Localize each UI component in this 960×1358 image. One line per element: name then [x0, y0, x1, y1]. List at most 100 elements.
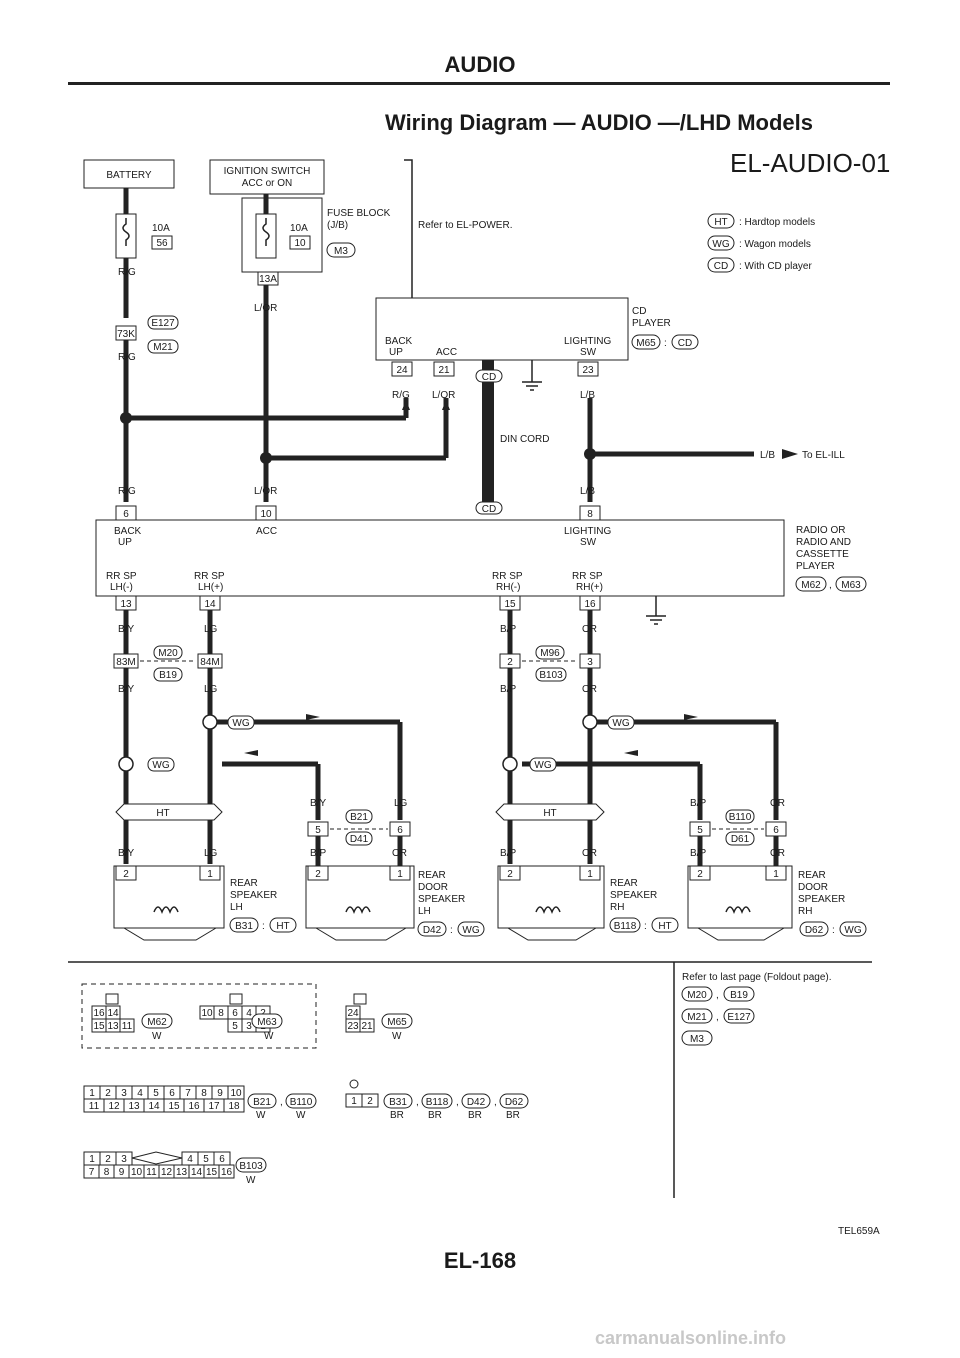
radio-acc-label: ACC: [256, 526, 277, 537]
legend-ht-tag: [707, 213, 735, 229]
b21-pin: 1: [89, 1088, 95, 1099]
b21-pin: 9: [217, 1088, 223, 1099]
splice-rg: [120, 412, 132, 424]
ht-bar-left: HT: [156, 808, 169, 819]
wire-label-lb-1: L/B: [580, 390, 595, 401]
wire-label-or-5: OR: [582, 848, 597, 859]
cd-pin-21: 21: [438, 365, 450, 376]
wg-tag-1: WG: [232, 718, 249, 729]
conn-face-label-m63: M63: [257, 1017, 277, 1028]
b103-pin: 6: [219, 1154, 225, 1165]
b31-cell: [361, 1093, 379, 1108]
b103-pin: 9: [119, 1167, 125, 1178]
wire-label-bp-1: B/P: [500, 624, 516, 635]
radio-rrsp-4: RR SP: [572, 571, 603, 582]
wire-label-or-2: OR: [582, 684, 597, 695]
wire-label-or-3: OR: [770, 798, 785, 809]
radio-conn-m62: M62: [801, 580, 821, 591]
svg-text:LH: LH: [418, 906, 431, 917]
b103-pin: 15: [206, 1167, 218, 1178]
conn-b110: B110: [729, 812, 752, 823]
radio-pin-13: 13: [120, 599, 132, 610]
fuse-56-amp: 10A: [152, 223, 170, 234]
fuse-block-label-1: FUSE BLOCK: [327, 208, 391, 219]
b103-cell: [218, 1164, 235, 1179]
svg-text:,: ,: [280, 1097, 283, 1108]
cd-player-tag: CD: [678, 338, 692, 349]
svg-text:B103: B103: [239, 1161, 263, 1172]
watermark: carmanualsonline.info: [595, 1328, 787, 1348]
wire-label-by-1: B/Y: [118, 624, 134, 635]
m63-key-icon: [229, 993, 243, 1005]
svg-text:2: 2: [507, 869, 513, 880]
radio-box: [95, 519, 785, 597]
conn-b103: B103: [539, 670, 563, 681]
wire-label-bp-4: B/P: [310, 848, 326, 859]
wire-label-bp-2: B/P: [500, 684, 516, 695]
conn-m20: M20: [158, 648, 178, 659]
wire-label-lb-3: L/B: [760, 450, 775, 461]
wire-label-rg-3: R/G: [118, 486, 136, 497]
wire-label-lor-1: L/OR: [254, 303, 277, 314]
speaker-rear-rh: 2 1 REAR SPEAKER RH B118 : HT: [497, 865, 679, 941]
b21-pin: 13: [128, 1101, 140, 1112]
svg-text:D42: D42: [423, 925, 442, 936]
conn-face-label-m62: M62: [147, 1017, 167, 1028]
svg-text:SPEAKER: SPEAKER: [610, 890, 657, 901]
speaker-rear-door-rh: 2 1 REAR DOOR SPEAKER RH D62 : WG: [687, 865, 867, 941]
svg-text:REAR: REAR: [798, 870, 826, 881]
cd-acc-label: ACC: [436, 347, 457, 358]
radio-label-1: RADIO OR: [796, 525, 845, 536]
wire-label-lb-2: L/B: [580, 486, 595, 497]
fuse-block-label-2: (J/B): [327, 220, 348, 231]
conn-m96: M96: [540, 648, 560, 659]
cd-player-box: [375, 297, 629, 361]
b21-cell: [223, 1098, 245, 1113]
m63-pin: 6: [232, 1008, 238, 1019]
wire-label-rg-2: R/G: [118, 352, 136, 363]
svg-text:W: W: [256, 1110, 266, 1121]
cd-light-label-2: SW: [580, 347, 597, 358]
b103-key-icon: [131, 1151, 183, 1165]
diagram-title: Wiring Diagram — AUDIO —/LHD Models: [385, 110, 814, 135]
radio-lh-plus: LH(+): [198, 582, 223, 593]
b103-pin: 3: [121, 1154, 127, 1165]
ht-bar-right: HT: [543, 808, 556, 819]
b103-pin: 10: [131, 1167, 143, 1178]
ground-cd-icon: [522, 360, 542, 391]
svg-text:BR: BR: [506, 1110, 520, 1121]
joint-2: 2: [507, 657, 513, 668]
svg-text:REAR: REAR: [418, 870, 446, 881]
svg-text:REAR: REAR: [610, 878, 638, 889]
wire-label-by-3: B/Y: [310, 798, 326, 809]
m63-pin: 8: [218, 1008, 224, 1019]
radio-rrsp-2: RR SP: [194, 571, 225, 582]
b31-pin: 2: [367, 1096, 373, 1107]
svg-text:RH: RH: [610, 902, 624, 913]
cd-back-label-1: BACK: [385, 336, 413, 347]
svg-text:W: W: [246, 1175, 256, 1186]
radio-back-label-1: BACK: [114, 526, 142, 537]
conn-b21: B21: [350, 812, 368, 823]
radio-pin-6: 6: [123, 509, 129, 520]
svg-text:W: W: [264, 1031, 274, 1042]
b103-pin: 5: [203, 1154, 209, 1165]
svg-text:B118: B118: [426, 1097, 449, 1108]
legend-cd-tag: [707, 257, 735, 273]
cd-din-tag-top: CD: [482, 372, 496, 383]
b103-pin: 13: [176, 1167, 188, 1178]
battery-box: [83, 159, 175, 189]
wire-label-bp-3: B/P: [690, 798, 706, 809]
m62-key-icon: [105, 993, 119, 1005]
svg-text:2: 2: [697, 869, 703, 880]
wg-tag-3: WG: [612, 718, 629, 729]
b21-pin: 10: [230, 1088, 242, 1099]
svg-text:BR: BR: [428, 1110, 442, 1121]
radio-rrsp-3: RR SP: [492, 571, 523, 582]
m65-key-icon: [353, 993, 367, 1005]
wire-label-bp-5: B/P: [500, 848, 516, 859]
b103-pin: 14: [191, 1167, 203, 1178]
svg-text:D62: D62: [505, 1097, 524, 1108]
b103-pin: 11: [146, 1167, 157, 1178]
